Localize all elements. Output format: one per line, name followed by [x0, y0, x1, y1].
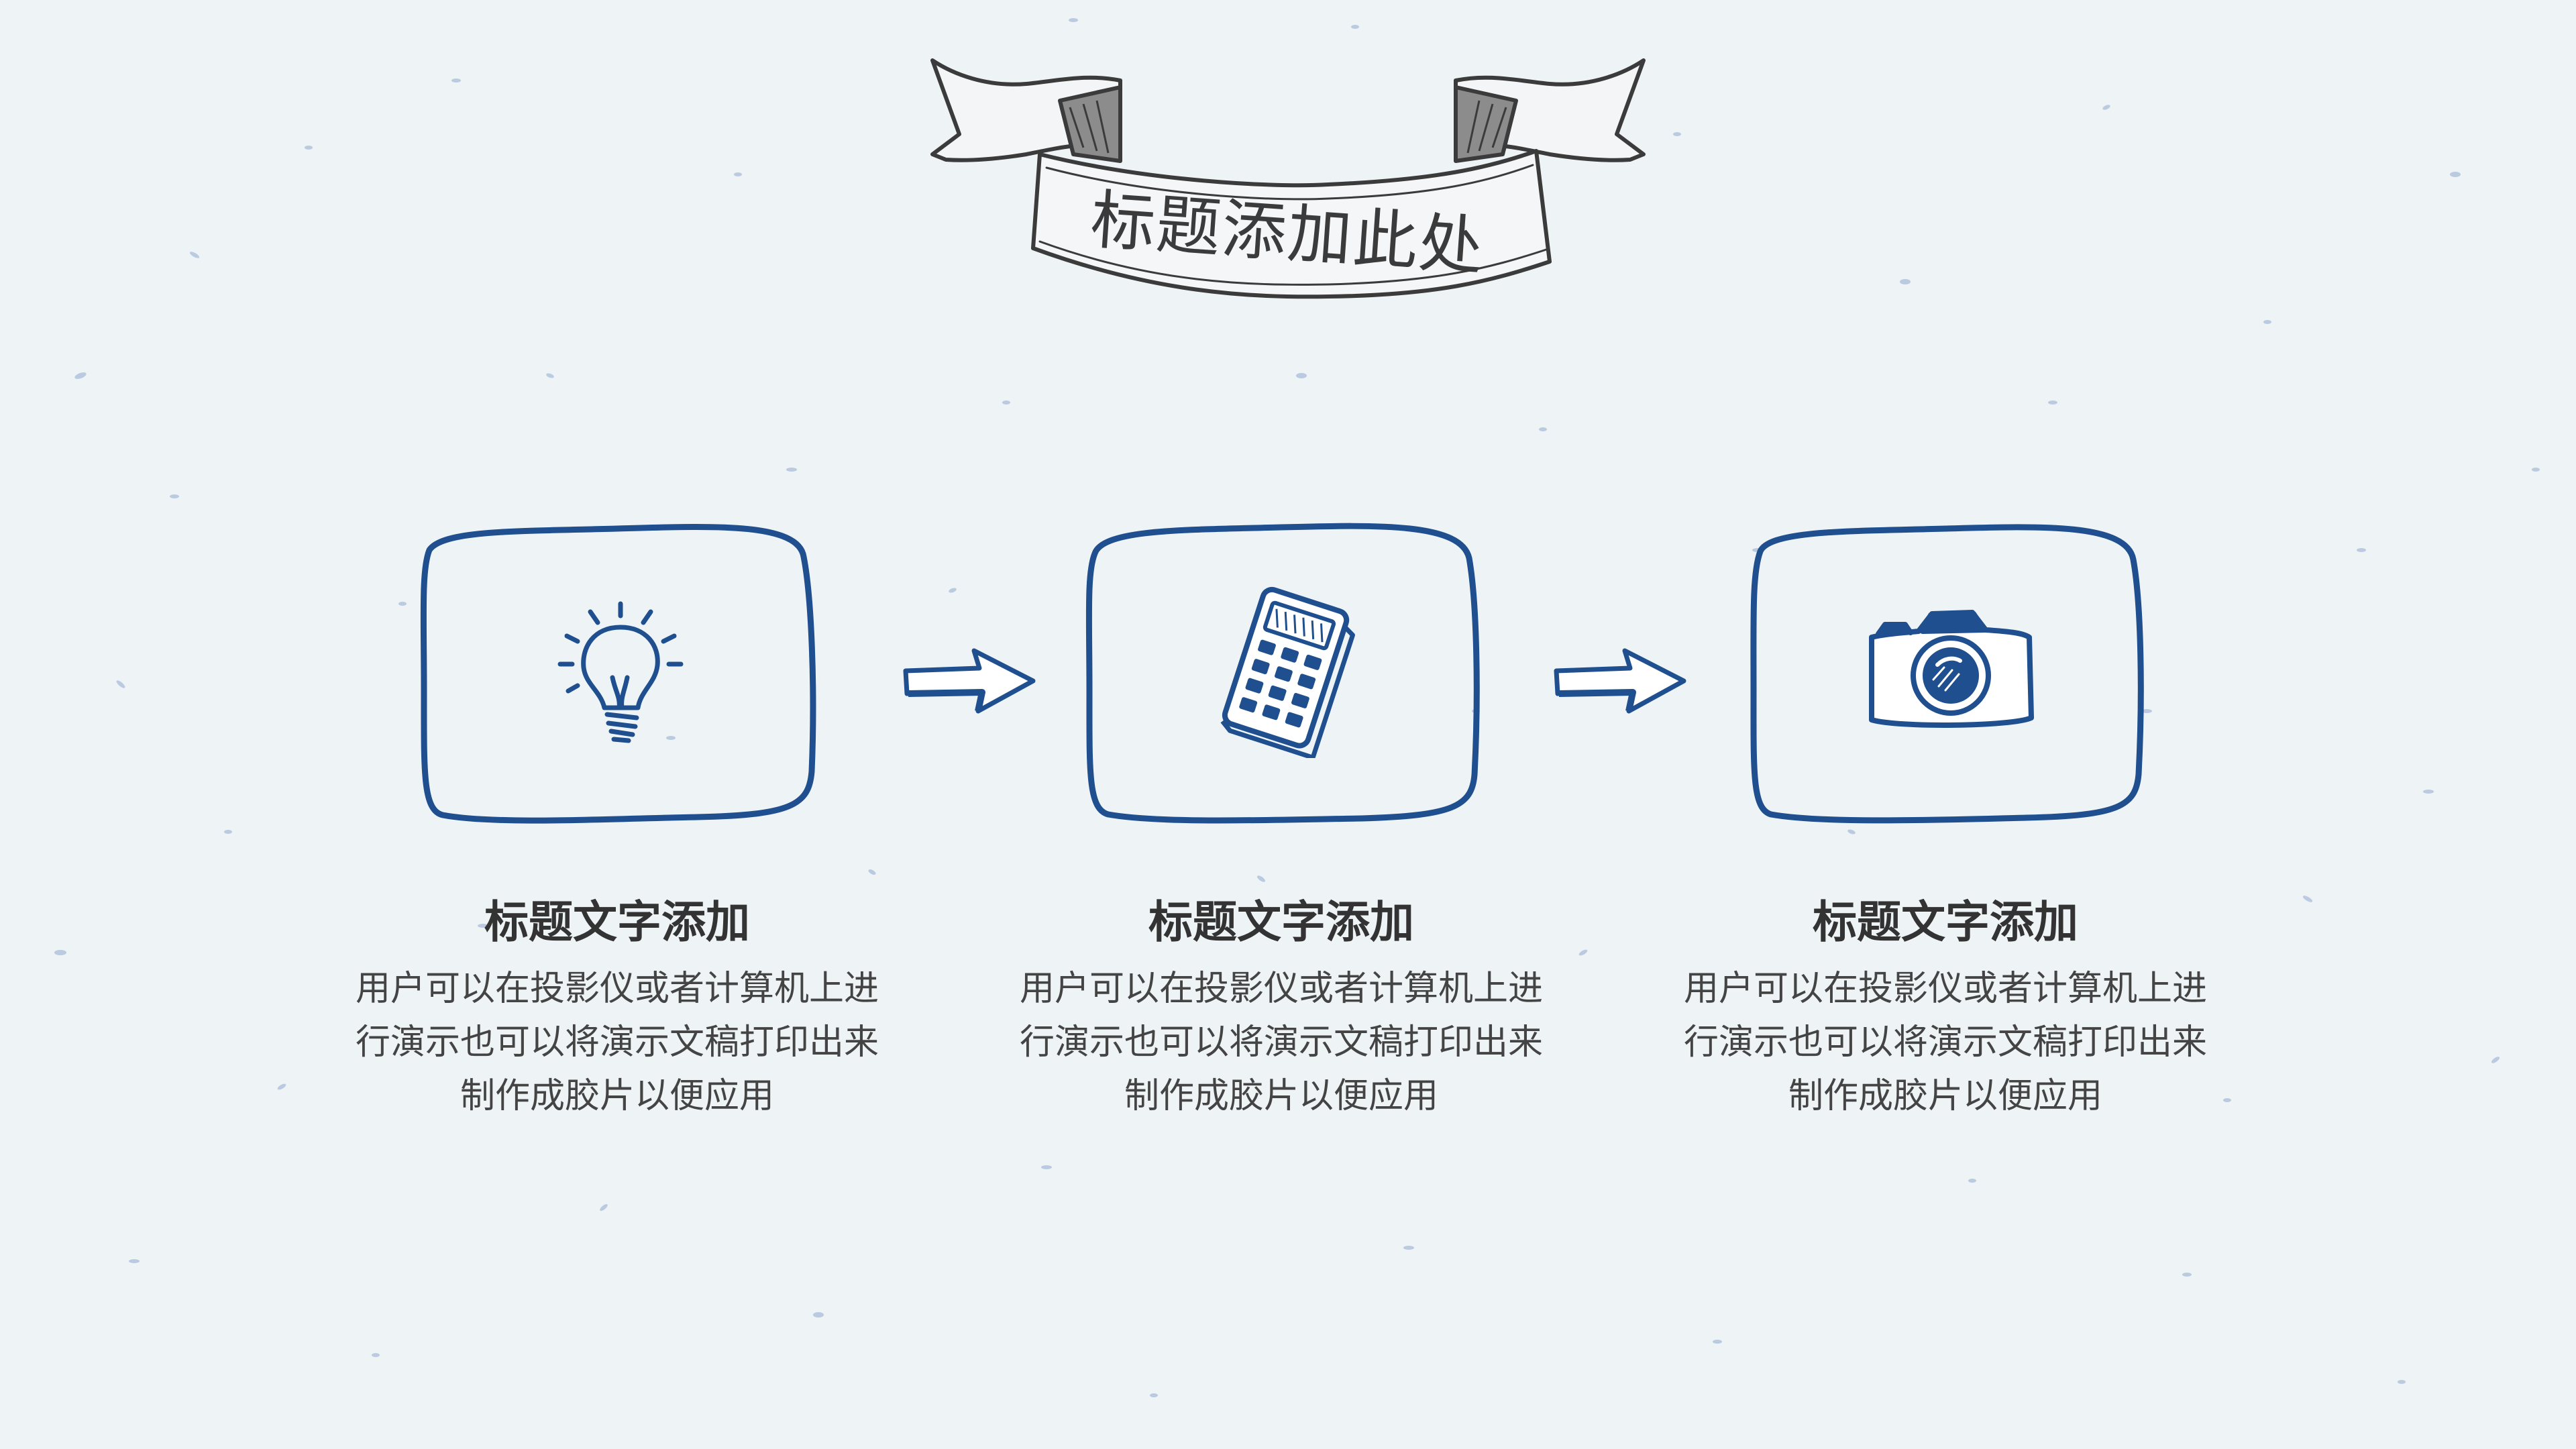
ribbon-banner [930, 58, 1646, 299]
sketch-frame [420, 523, 816, 824]
step-card-1 [416, 517, 818, 825]
step-description-line: 行演示也可以将演示文稿打印出来 [355, 1022, 879, 1063]
step-card-3 [1744, 517, 2147, 825]
step-text-1: 标题文字添加 用户可以在投影仪或者计算机上进 行演示也可以将演示文稿打印出来 制… [315, 892, 919, 1123]
step-description: 用户可以在投影仪或者计算机上进 行演示也可以将演示文稿打印出来 制作成胶片以便应… [315, 962, 919, 1123]
arrow-right-icon [903, 648, 1036, 714]
step-description-line: 制作成胶片以便应用 [1788, 1076, 2102, 1116]
step-description-line: 用户可以在投影仪或者计算机上进 [355, 969, 879, 1009]
step-description-line: 行演示也可以将演示文稿打印出来 [1683, 1022, 2207, 1063]
lightbulb-icon [557, 601, 684, 743]
step-description-line: 制作成胶片以便应用 [460, 1076, 774, 1116]
step-description-line: 用户可以在投影仪或者计算机上进 [1683, 969, 2207, 1009]
camera-icon [1869, 610, 2034, 728]
sketch-frame [1750, 524, 2144, 824]
step-description: 用户可以在投影仪或者计算机上进 行演示也可以将演示文稿打印出来 制作成胶片以便应… [979, 962, 1583, 1123]
step-description-line: 用户可以在投影仪或者计算机上进 [1019, 969, 1543, 1009]
step-description-line: 行演示也可以将演示文稿打印出来 [1019, 1022, 1543, 1063]
step-description-line: 制作成胶片以便应用 [1124, 1076, 1438, 1116]
step-text-3: 标题文字添加 用户可以在投影仪或者计算机上进 行演示也可以将演示文稿打印出来 制… [1644, 892, 2247, 1123]
step-card-2 [1080, 517, 1483, 825]
calculator-icon [1220, 586, 1355, 758]
step-description: 用户可以在投影仪或者计算机上进 行演示也可以将演示文稿打印出来 制作成胶片以便应… [1644, 962, 2247, 1123]
step-heading: 标题文字添加 [484, 896, 750, 948]
step-text-2: 标题文字添加 用户可以在投影仪或者计算机上进 行演示也可以将演示文稿打印出来 制… [979, 892, 1583, 1123]
step-heading: 标题文字添加 [1813, 896, 2078, 948]
step-heading: 标题文字添加 [1148, 896, 1414, 948]
arrow-right-icon [1554, 648, 1686, 714]
sketch-frame [1085, 523, 1480, 824]
